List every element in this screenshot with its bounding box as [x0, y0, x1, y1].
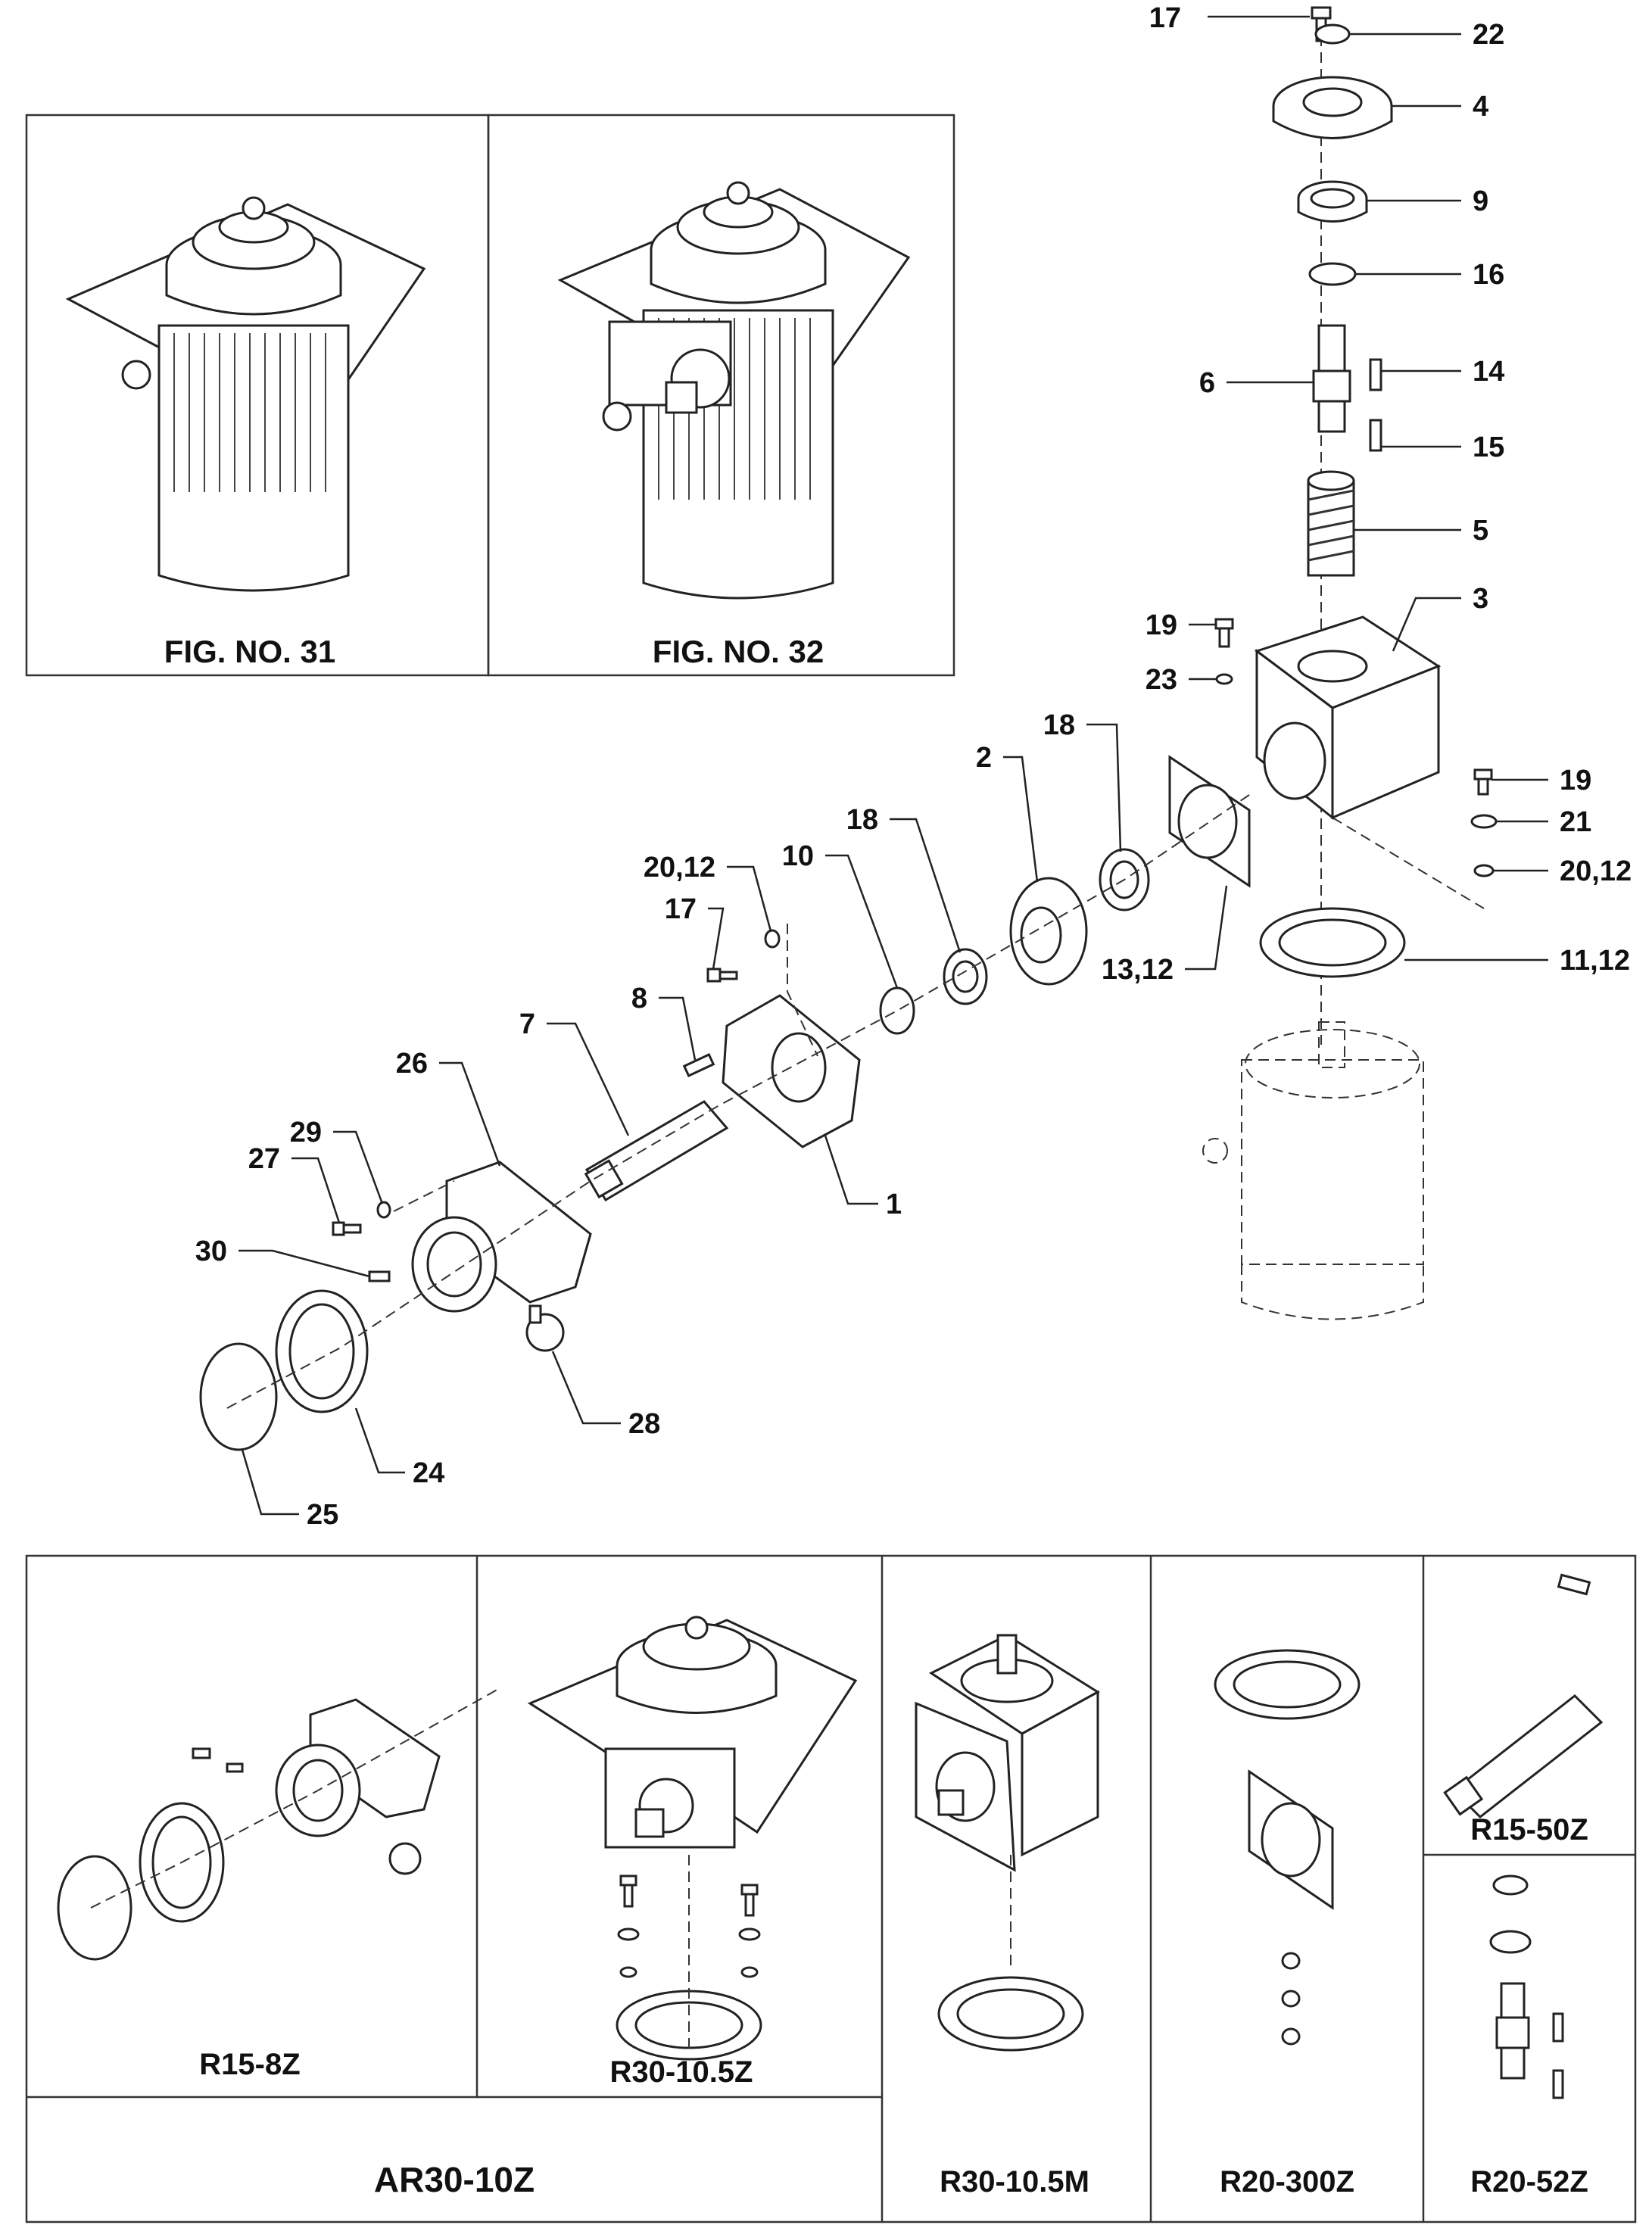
- part-20-washer-left: [764, 929, 781, 949]
- part-10-oil-seal: [879, 986, 915, 1035]
- callout-7: 7: [519, 1008, 535, 1040]
- part-24-ring-gasket: [275, 1289, 369, 1413]
- axis-dash-a: [787, 924, 818, 1057]
- kit-ar30-10z-label: AR30-10Z: [374, 2160, 535, 2199]
- part-22-washer: [1314, 23, 1351, 45]
- callout-28: 28: [628, 1408, 660, 1440]
- motor-dashed-outline: [1202, 1021, 1424, 1320]
- callout-10: 10: [782, 840, 814, 872]
- part-8-key: [682, 1053, 715, 1077]
- callout-19-right: 19: [1560, 765, 1591, 796]
- callout-15: 15: [1473, 432, 1504, 463]
- axis-dash-d: [393, 1180, 455, 1212]
- callout-2: 2: [976, 742, 992, 774]
- part-18-bearing-lower: [943, 948, 988, 1005]
- part-19-bolt-right: [1473, 768, 1493, 796]
- kit-r20-52z-illustration: [1489, 1874, 1564, 2099]
- kit-r30-105m-illustration: [915, 1634, 1100, 2052]
- part-13-square-gasket: [1168, 755, 1251, 888]
- axis-dash-c: [1332, 817, 1485, 909]
- fig-31-label: FIG. NO. 31: [164, 634, 335, 669]
- callout-1: 1: [886, 1189, 902, 1220]
- callout-9: 9: [1473, 185, 1488, 217]
- motor-pulley-illustration: [65, 196, 426, 592]
- part-16-circlip: [1308, 262, 1357, 286]
- part-11-gasket: [1259, 907, 1406, 978]
- callout-18-upper: 18: [1043, 709, 1075, 741]
- figure-box-31: FIG. NO. 31: [25, 114, 490, 677]
- callout-24: 24: [413, 1457, 444, 1489]
- callout-29: 29: [290, 1117, 322, 1148]
- callout-23: 23: [1145, 664, 1177, 696]
- callout-30: 30: [195, 1236, 227, 1267]
- callout-6: 6: [1199, 367, 1215, 399]
- part-9-bearing: [1297, 180, 1368, 223]
- part-2-worm-gear: [1009, 877, 1088, 986]
- kit-r15-8z-label: R15-8Z: [199, 2048, 300, 2081]
- callout-27: 27: [248, 1143, 280, 1175]
- callout-14: 14: [1473, 356, 1504, 388]
- kit-r30-105z-illustration: [527, 1616, 858, 2061]
- part-17-screw-left: [706, 968, 738, 983]
- kit-r30-105m-label: R30-10.5M: [940, 2165, 1089, 2199]
- callout-4: 4: [1473, 91, 1488, 123]
- part-5-worm: [1307, 470, 1355, 577]
- callout-16: 16: [1473, 259, 1504, 291]
- part-30-pin: [368, 1270, 391, 1282]
- fig-32-label: FIG. NO. 32: [653, 634, 824, 669]
- kit-r15-50z-label: R15-50Z: [1470, 1813, 1588, 1846]
- part-1-bearing-cover: [722, 994, 861, 1148]
- kit-r20-52z-label: R20-52Z: [1470, 2165, 1588, 2199]
- kit-r20-300z-label: R20-300Z: [1220, 2165, 1354, 2199]
- motor-pulley-gearbox-illustration: [557, 181, 911, 600]
- part-20-washer-right: [1473, 864, 1495, 877]
- part-23-washer: [1215, 673, 1233, 685]
- callout-5: 5: [1473, 515, 1488, 547]
- callout-21: 21: [1560, 806, 1591, 838]
- part-28-knob: [525, 1304, 565, 1352]
- callout-20-12-left: 20,12: [644, 852, 715, 883]
- callout-25: 25: [307, 1499, 338, 1531]
- part-14-key: [1369, 358, 1382, 391]
- axis-dash-b: [226, 794, 1250, 1409]
- part-26-coupling-housing: [411, 1161, 592, 1313]
- callout-8: 8: [631, 983, 647, 1014]
- part-7-output-shaft: [584, 1100, 729, 1202]
- kit-r20-300z-illustration: [1214, 1649, 1361, 2046]
- kit-table: [25, 1554, 1637, 2223]
- figure-box-32: FIG. NO. 32: [487, 114, 955, 677]
- leader-lines: [238, 15, 1548, 1516]
- callout-20-12-right: 20,12: [1560, 855, 1632, 887]
- part-27-bolt: [332, 1221, 362, 1236]
- part-15-key: [1369, 419, 1382, 452]
- callout-17-left: 17: [665, 893, 697, 925]
- part-6-worm-shaft: [1312, 324, 1351, 433]
- kit-r30-105z-label: R30-10.5Z: [610, 2055, 753, 2089]
- callout-labels: 17 22 4 9 16 6 14 15 5 3 19 23 19 21 20,…: [195, 2, 1632, 1531]
- kit-r15-50z-illustration: [1443, 1573, 1604, 1818]
- callout-17-top: 17: [1149, 2, 1181, 34]
- part-3-gear-housing: [1254, 615, 1442, 821]
- callout-13-12: 13,12: [1102, 954, 1174, 986]
- callout-3: 3: [1473, 583, 1488, 615]
- part-21-washer: [1470, 814, 1498, 829]
- part-29-washer: [376, 1201, 391, 1219]
- part-25-end-cover: [199, 1342, 278, 1451]
- part-4-bearing-cap: [1272, 76, 1393, 139]
- callout-18-lower: 18: [846, 804, 878, 836]
- callout-11-12: 11,12: [1560, 945, 1630, 977]
- callout-26: 26: [396, 1048, 428, 1080]
- callout-19-left: 19: [1145, 609, 1177, 641]
- callout-22: 22: [1473, 19, 1504, 51]
- part-19-bolt-left: [1214, 618, 1234, 648]
- kit-r15-8z-illustration: [57, 1687, 500, 1961]
